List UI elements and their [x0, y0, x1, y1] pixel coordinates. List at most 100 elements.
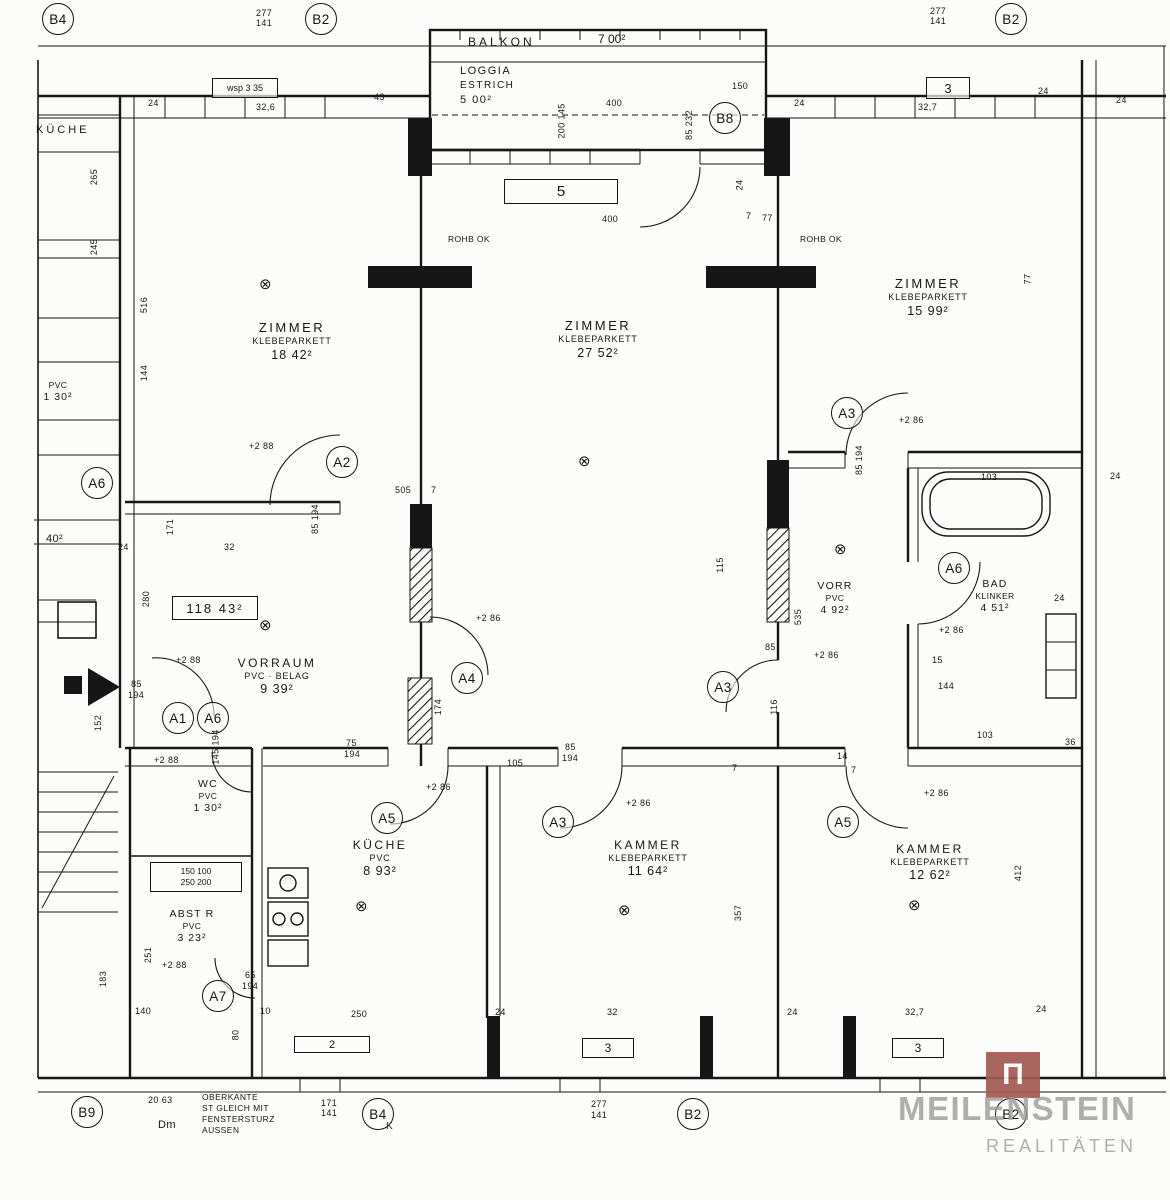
- note-oberkante: OBERKANTE ST GLEICH MIT FENSTERSTURZ AUS…: [202, 1092, 275, 1136]
- outlet-icon: ⊗: [834, 541, 847, 558]
- dimension-label: 75: [346, 738, 357, 748]
- dimension-label: 357: [733, 904, 744, 922]
- room-finish: KLEBEPARKETT: [890, 857, 970, 867]
- dimension-label: +2 88: [154, 755, 179, 765]
- dimension-label: 24: [787, 1007, 798, 1017]
- outlet-icon: ⊗: [578, 453, 591, 470]
- dimension-label: 7: [746, 211, 752, 221]
- room-finish: KLINKER: [975, 591, 1015, 602]
- thin-lines: [34, 30, 1166, 1093]
- outlet-icon: ⊗: [355, 898, 368, 915]
- dimension-label: 277: [930, 6, 947, 16]
- dimension-label: 171: [165, 518, 176, 536]
- note-dm: Dm: [158, 1119, 176, 1131]
- dimension-label: 412: [1013, 864, 1024, 882]
- dimension-label: 24: [148, 98, 159, 108]
- dimension-label: 24: [1054, 593, 1065, 603]
- marker-a1: A1: [162, 702, 194, 734]
- dimension-label: 24: [734, 179, 745, 191]
- room-label-kammer-1: KAMMER KLEBEPARKETT 11 64²: [608, 838, 687, 880]
- bathtub: [921, 471, 1051, 537]
- watermark-brand: MEILENSTEIN: [898, 1090, 1137, 1127]
- dimension-label: 14: [837, 751, 848, 761]
- room-label-zimmer-left: ZIMMER KLEBEPARKETT 18 42²: [252, 320, 331, 363]
- dimension-label: 85 232: [683, 110, 694, 140]
- room-name: WC: [198, 778, 218, 790]
- steel-beam-left: [368, 266, 472, 288]
- dimension-label: 85 194: [853, 445, 864, 475]
- room-label-kueche: KÜCHE PVC 8 93²: [353, 838, 408, 880]
- outlet-icon: ⊗: [259, 276, 272, 293]
- room-name: KAMMER: [614, 838, 682, 852]
- dimension-label: 141: [256, 18, 273, 28]
- outlet-icon: ⊗: [259, 617, 272, 634]
- fixtures: [267, 471, 1077, 967]
- room-area: 9 39²: [260, 682, 294, 697]
- dimension-label: 15: [932, 655, 943, 665]
- dimension-label: 141: [321, 1108, 338, 1118]
- room-finish: PVC: [182, 921, 202, 932]
- watermark-subtitle: REALITÄTEN: [986, 1136, 1138, 1156]
- dimension-label: 144: [938, 681, 955, 691]
- dimension-label: 535: [793, 608, 804, 626]
- kitchen-sink: [267, 867, 309, 899]
- solid-wall-fills: [64, 118, 856, 1078]
- room-area: 27 52²: [577, 345, 619, 360]
- dimension-label: 32,7: [905, 1007, 925, 1017]
- room-label-bad: BAD KLINKER 4 51²: [975, 578, 1014, 615]
- dimension-label: 194: [242, 981, 259, 991]
- entry-marker-square: [64, 676, 82, 694]
- dimension-label: 7: [732, 763, 738, 773]
- watermark-logo-icon: Π: [986, 1052, 1040, 1098]
- room-finish: PVC: [48, 380, 68, 390]
- room-name: BAD: [982, 578, 1008, 590]
- marker-b4-top: B4: [42, 3, 74, 35]
- room-name: KAMMER: [896, 842, 964, 856]
- dimension-label: 32,6: [256, 102, 276, 112]
- marker-b4-bottom: B4: [362, 1098, 394, 1130]
- dimension-label: 24: [794, 98, 805, 108]
- dimension-label: 516: [139, 296, 150, 314]
- room-area: 12 62²: [909, 868, 951, 883]
- dimension-label: 24: [1036, 1004, 1047, 1014]
- marker-a4: A4: [451, 662, 483, 694]
- kitchen-stove: [267, 901, 309, 937]
- marker-a3-kammer: A3: [542, 806, 574, 838]
- room-name: ZIMMER: [894, 276, 962, 291]
- box-wsp: wsp 3 35: [212, 78, 278, 98]
- room-area: 1 30²: [43, 390, 73, 403]
- dimension-label: 32: [224, 542, 235, 552]
- shaft-box: [57, 601, 97, 639]
- outlet-icon: ⊗: [908, 897, 921, 914]
- dimension-label: +2 88: [162, 960, 187, 970]
- dimension-label: +2 88: [176, 655, 201, 665]
- neighbor-room-label: PVC 1 30²: [44, 380, 73, 404]
- dimension-label: 10: [260, 1006, 271, 1016]
- marker-a3-center: A3: [707, 671, 739, 703]
- note-line: 150 100: [180, 865, 212, 876]
- dimension-label: 105: [507, 758, 524, 768]
- dimension-label: 183: [98, 970, 109, 988]
- box-axis-5: 5: [504, 179, 618, 204]
- dimension-label: +2 88: [249, 441, 274, 451]
- dimension-label: 505: [395, 485, 412, 495]
- room-finish: KLEBEPARKETT: [608, 853, 688, 863]
- dimension-label: +2 86: [626, 798, 651, 808]
- note-line: ST GLEICH MIT: [202, 1103, 269, 1114]
- note-line: OBERKANTE: [202, 1092, 259, 1102]
- note-line: FENSTERSTURZ: [202, 1114, 275, 1125]
- dimension-label: 245: [89, 238, 100, 256]
- marker-b2-bottom-r: B2: [995, 1098, 1027, 1130]
- dimension-label: 24: [1116, 95, 1127, 105]
- room-name: ZIMMER: [564, 318, 632, 333]
- loggia-area: 5 00²: [460, 94, 493, 107]
- room-area: 4 51²: [980, 601, 1010, 614]
- dimension-label: 140: [135, 1006, 152, 1016]
- room-label-vorraum: VORRAUM PVC · BELAG 9 39²: [238, 656, 317, 698]
- room-finish: PVC: [825, 593, 845, 604]
- dimension-label: +2 86: [924, 788, 949, 798]
- dimension-label: 174: [433, 698, 444, 716]
- room-area: 3 23²: [177, 931, 207, 944]
- room-name: KÜCHE: [352, 838, 408, 852]
